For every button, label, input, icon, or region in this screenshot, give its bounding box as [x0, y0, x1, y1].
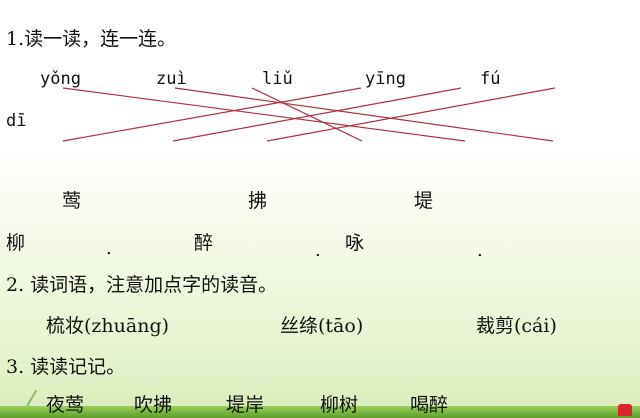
q1-title: 1.读一读，连一连。 — [6, 28, 177, 50]
pinyin-yong: yǒng — [40, 69, 81, 89]
q3-title: 3. 读读记记。 — [6, 356, 126, 378]
q2-word-1: 梳妆(zhuāng) — [46, 315, 170, 337]
char-liu: 柳 — [6, 232, 26, 254]
matching-line-4 — [62, 87, 362, 142]
matching-line-1 — [62, 87, 466, 142]
char-zui: 醉 — [194, 232, 214, 254]
dot-3: . — [477, 240, 483, 261]
q3-word-2: 吹拂 — [134, 394, 173, 416]
grass-decoration — [0, 406, 640, 418]
pinyin-ying: yīng — [365, 69, 406, 89]
matching-line-2 — [174, 87, 554, 142]
char-yong: 咏 — [345, 232, 365, 254]
q3-word-5: 喝醉 — [410, 394, 449, 416]
q3-word-4: 柳树 — [320, 394, 359, 416]
pinyin-fu: fú — [480, 69, 501, 89]
dot-1: . — [106, 238, 112, 259]
pinyin-di: dī — [6, 111, 27, 131]
q3-word-1: 夜莺 — [46, 394, 85, 416]
pinyin-zui: zuì — [156, 69, 187, 89]
matching-line-5 — [172, 87, 462, 142]
matching-line-6 — [266, 87, 556, 142]
q2-title: 2. 读词语，注意加点字的读音。 — [6, 274, 278, 296]
q3-word-3: 堤岸 — [226, 394, 265, 416]
flower-decoration — [618, 404, 632, 416]
char-fu: 拂 — [248, 190, 268, 212]
q2-word-3: 裁剪(cái) — [476, 315, 557, 337]
char-di: 堤 — [414, 190, 434, 212]
char-ying: 莺 — [62, 190, 82, 212]
matching-line-3 — [251, 87, 363, 142]
pinyin-liu: liǔ — [262, 69, 293, 89]
dot-2: . — [315, 240, 321, 261]
q2-word-2: 丝绦(tāo) — [280, 315, 364, 337]
